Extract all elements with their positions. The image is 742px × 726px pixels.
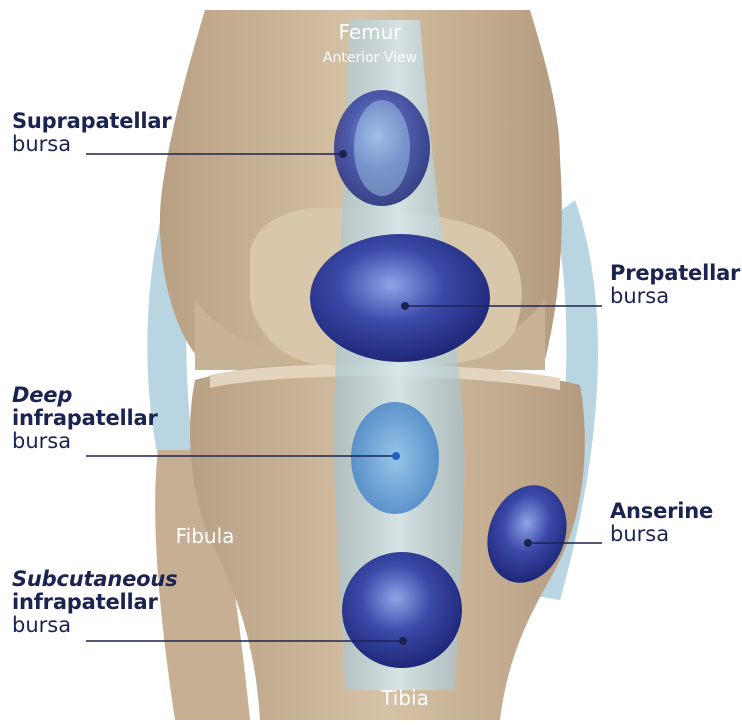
subcutaneous-infrapatellar-bursa xyxy=(342,552,462,668)
view-label: Anterior View xyxy=(322,50,418,66)
tibia-label: Tibia xyxy=(381,686,429,710)
label-subcutaneous-infrapatellar: Subcutaneous infrapatellar bursa xyxy=(12,567,178,638)
fibula-label: Fibula xyxy=(175,524,235,548)
label-prepatellar: Prepatellar bursa xyxy=(610,261,741,309)
label-deep-infrapatellar: Deep infrapatellar bursa xyxy=(12,383,158,454)
fibula-bone xyxy=(155,450,250,720)
medial-ligament xyxy=(530,200,598,600)
label-anserine: Anserine bursa xyxy=(610,499,714,547)
anserine-bursa xyxy=(487,485,567,583)
suprapatellar-bursa xyxy=(334,90,430,206)
leader-lines xyxy=(86,153,602,642)
label-suprapatellar: Suprapatellar bursa xyxy=(12,109,172,157)
femur-label: Femur xyxy=(338,20,402,44)
prepatellar-bursa xyxy=(310,234,490,362)
